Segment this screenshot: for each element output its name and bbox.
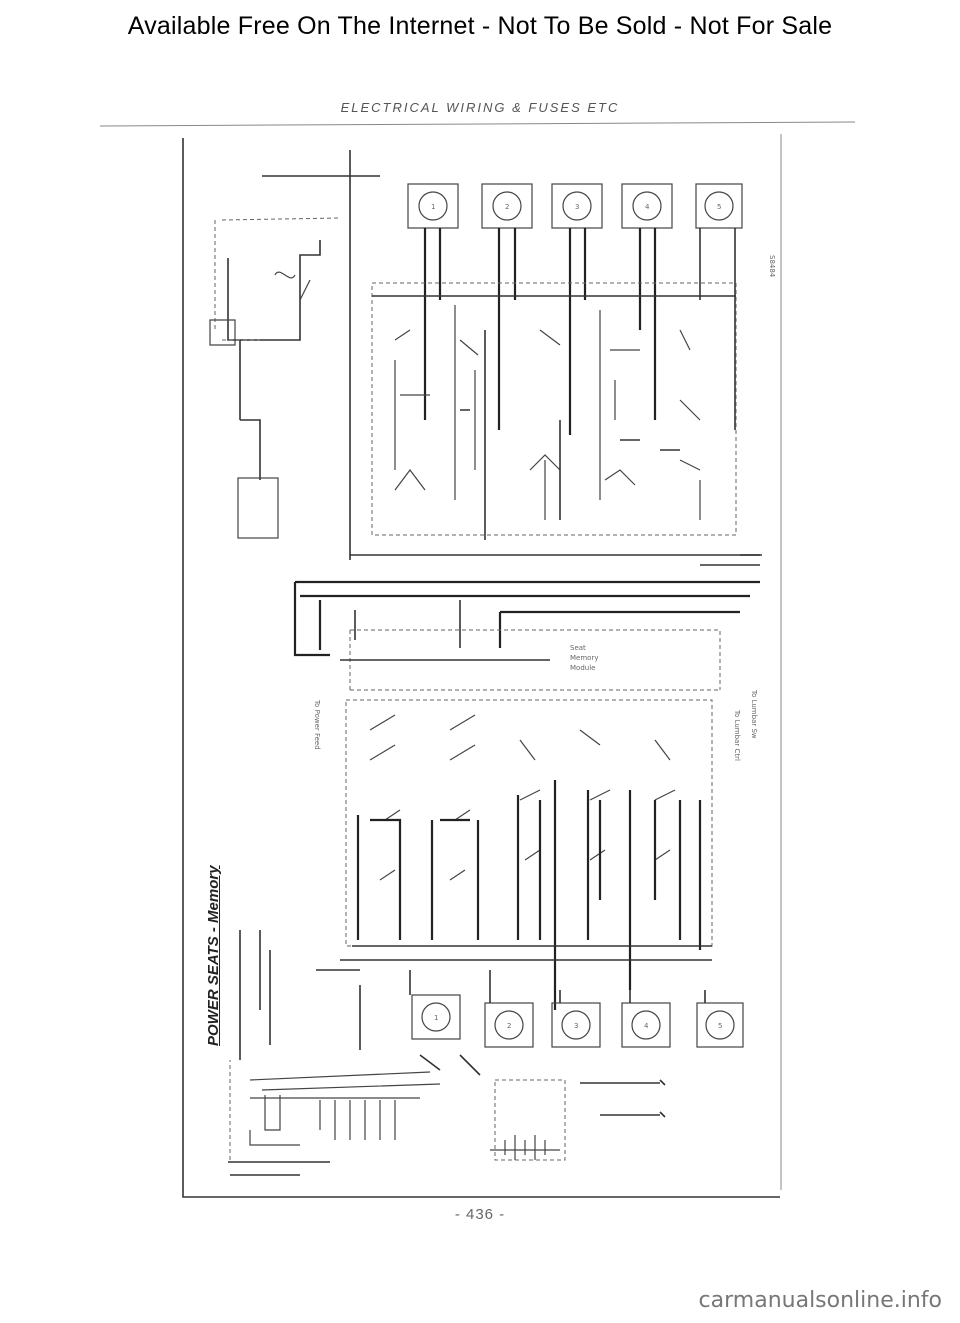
svg-text:2: 2	[505, 203, 509, 211]
switch-cluster-top	[394, 305, 701, 520]
section-title: ELECTRICAL WIRING & FUSES ETC	[340, 100, 620, 115]
switch-cluster-bottom	[369, 714, 676, 881]
relay-box	[494, 1079, 566, 1161]
svg-text:Seat: Seat	[570, 644, 586, 652]
site-watermark: carmanualsonline.info	[698, 1288, 942, 1313]
svg-text:To Lumbar Ctrl: To Lumbar Ctrl	[733, 709, 741, 761]
connector-block	[249, 1071, 441, 1146]
header-rule	[99, 121, 856, 127]
frame	[182, 138, 780, 1198]
ecu-top	[237, 477, 279, 539]
control-module-top	[371, 282, 737, 536]
svg-text:To Lumbar Sw: To Lumbar Sw	[750, 689, 758, 739]
svg-text:3: 3	[575, 203, 579, 211]
diagram-title: POWER SEATS - Memory	[205, 865, 222, 1046]
svg-text:4: 4	[645, 203, 650, 211]
svg-text:Memory: Memory	[570, 654, 598, 662]
svg-text:To Power Feed: To Power Feed	[313, 699, 321, 750]
svg-text:5: 5	[717, 203, 721, 211]
svg-text:1: 1	[434, 1014, 438, 1022]
svg-text:3: 3	[574, 1022, 578, 1030]
svg-text:S8484: S8484	[768, 255, 776, 278]
svg-text:2: 2	[507, 1022, 511, 1030]
svg-text:4: 4	[644, 1022, 649, 1030]
svg-text:5: 5	[718, 1022, 722, 1030]
page-number: - 436 -	[454, 1206, 506, 1223]
motor-bottom-row	[411, 994, 744, 1048]
motor-top-row	[407, 183, 743, 229]
banner-text: Available Free On The Internet - Not To …	[127, 12, 833, 40]
svg-text:Module: Module	[570, 664, 595, 672]
svg-text:1: 1	[431, 203, 435, 211]
